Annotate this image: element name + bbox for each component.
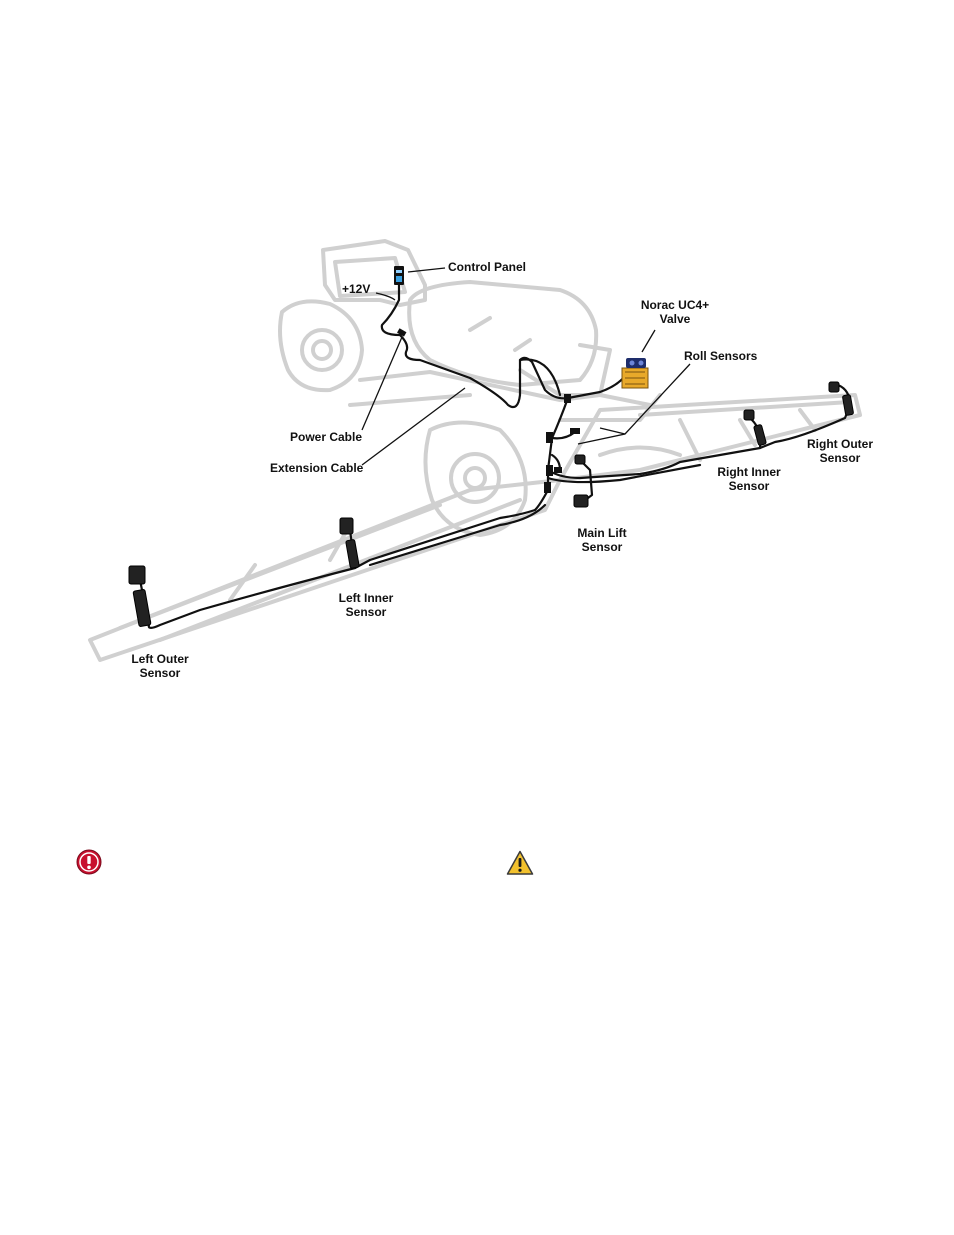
label-extension-cable: Extension Cable xyxy=(270,461,363,475)
label-left-inner-line1: Left Inner xyxy=(326,591,406,605)
important-icon xyxy=(76,849,102,875)
label-norac-valve: Norac UC4+ Valve xyxy=(635,298,715,326)
label-right-outer-sensor: Right Outer Sensor xyxy=(800,437,880,465)
main-lift-sensor-body xyxy=(574,495,588,507)
label-main-lift-line1: Main Lift xyxy=(562,526,642,540)
label-left-outer-sensor: Left Outer Sensor xyxy=(120,652,200,680)
label-main-lift-line2: Sensor xyxy=(562,540,642,554)
label-norac-valve-line1: Norac UC4+ xyxy=(635,298,715,312)
label-left-inner-sensor: Left Inner Sensor xyxy=(326,591,406,619)
control-panel-device xyxy=(394,266,404,285)
label-control-panel: Control Panel xyxy=(448,260,526,274)
label-roll-sensors: Roll Sensors xyxy=(684,349,757,363)
left-inner-sensor-body xyxy=(340,518,353,534)
norac-valve xyxy=(622,358,648,388)
label-right-outer-line1: Right Outer xyxy=(800,437,880,451)
label-right-inner-line1: Right Inner xyxy=(709,465,789,479)
warning-icon xyxy=(506,850,534,876)
label-right-inner-line2: Sensor xyxy=(709,479,789,493)
roll-sensor-body xyxy=(575,455,585,464)
label-left-outer-line1: Left Outer xyxy=(120,652,200,666)
label-left-outer-line2: Sensor xyxy=(120,666,200,680)
label-main-lift-sensor: Main Lift Sensor xyxy=(562,526,642,554)
label-right-outer-line2: Sensor xyxy=(800,451,880,465)
label-plus12v: +12V xyxy=(342,282,370,296)
label-right-inner-sensor: Right Inner Sensor xyxy=(709,465,789,493)
right-outer-sensor-body xyxy=(829,382,839,392)
right-inner-sensor-body xyxy=(744,410,754,420)
label-left-inner-line2: Sensor xyxy=(326,605,406,619)
left-outer-sensor-body xyxy=(129,566,145,584)
label-norac-valve-line2: Valve xyxy=(635,312,715,326)
label-power-cable: Power Cable xyxy=(290,430,362,444)
